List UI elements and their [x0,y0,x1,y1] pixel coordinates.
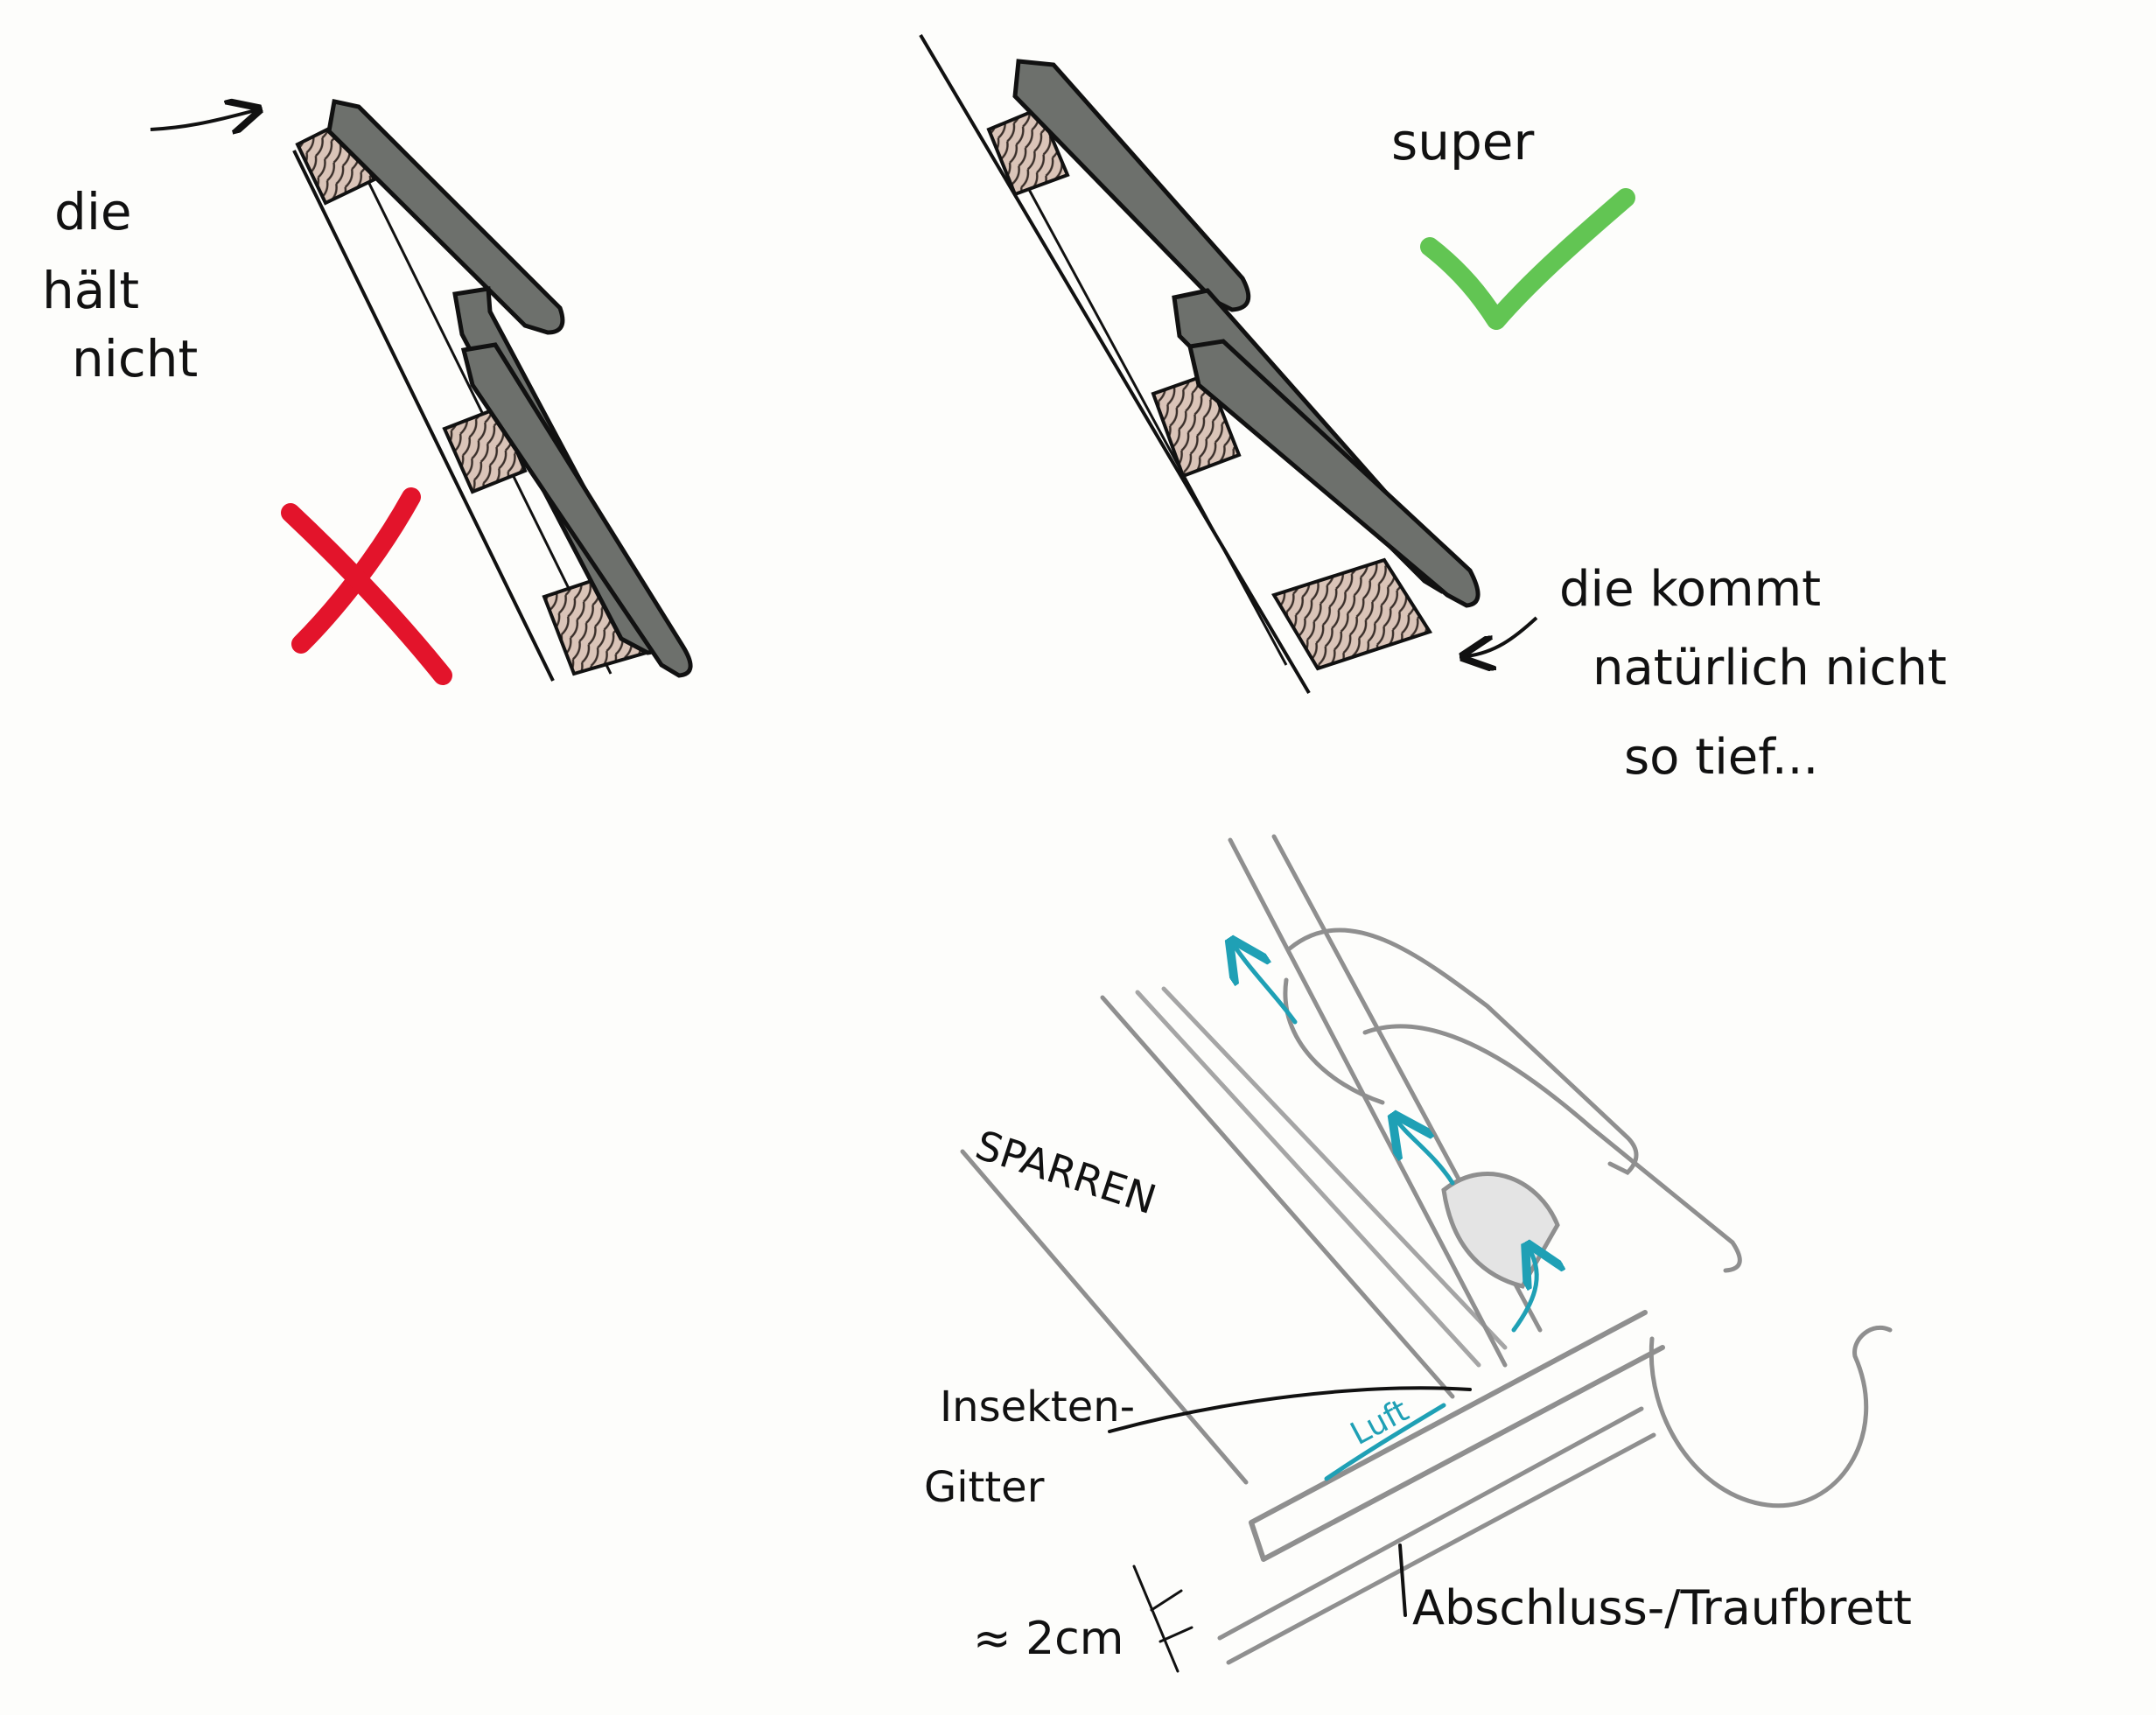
eave-note-line1: die kommt [1559,561,1821,618]
batten-pencil [1441,1172,1560,1289]
eave-pointer-arrow [1466,616,1538,656]
x-mark-icon [281,487,452,685]
screen-pointer-line [1108,1386,1472,1433]
rafter-edge-right [919,33,1311,695]
eave-note-line3: so tief... [1624,729,1818,786]
good-note: super [1391,112,1534,172]
air-arrow-upper [1234,945,1298,1025]
slate-right-top [1012,59,1251,312]
air-underline [1324,1403,1446,1481]
rafter-edge-2 [348,144,612,675]
fascia-board-pencil [1249,1310,1665,1562]
wrong-detail-sketch [150,99,693,685]
slate-lower [460,342,693,678]
tile-upper-pencil [1287,928,1639,1176]
wrong-note-line3: nicht [72,329,198,388]
air-arrow-middle [1396,1120,1455,1186]
tile-lower-pencil [1362,1024,1742,1273]
rafter-top-pencil [1135,986,1508,1368]
gap-label: ≈ 2cm [973,1613,1124,1665]
air-flow-arrows [1234,945,1536,1481]
wrong-note-line1: die [54,182,132,242]
batten-right-middle [1151,372,1242,479]
wrong-note-line2: hält [42,261,139,320]
counter-batten-pencil [1228,834,1543,1368]
pointer-arrow [150,110,256,130]
board-label: Abschluss-/Traufbrett [1412,1580,1912,1635]
batten-right-bottom [1270,557,1433,671]
slate-right-lower [1186,339,1480,608]
rafter-edge-right-inner [996,130,1288,666]
screen-label-line1: Insekten- [940,1382,1135,1432]
eave-note-line2: natürlich nicht [1592,640,1947,696]
rafter-label: SPARREN [970,1121,1162,1223]
tile-edge-pencil [1283,977,1385,1105]
rafter-pencil [960,995,1455,1485]
correct-detail-sketch [919,33,1635,695]
slate-top [326,99,565,335]
eave-pencil-sketch [960,834,1893,1673]
screen-label-line2: Gitter [924,1463,1045,1512]
rafter-edge [292,150,555,682]
gutter-pencil [1648,1325,1893,1508]
board-lower-pencil [1217,1406,1656,1665]
check-mark-icon [1420,188,1635,330]
gap-dimension-marks [1132,1564,1194,1673]
board-pointer-line [1398,1544,1407,1617]
air-arrow-lower [1511,1250,1536,1333]
